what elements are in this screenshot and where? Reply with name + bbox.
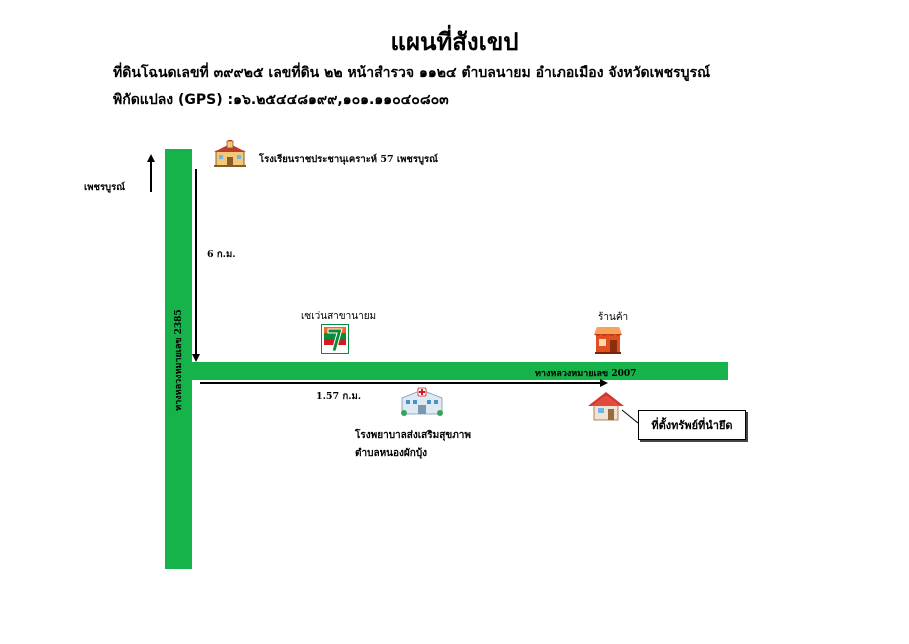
north-direction-label: เพชรบูรณ์ [84,182,126,193]
map-title: แผนที่สังเขป [390,28,519,56]
gps-coordinates: พิกัดแปลง (GPS) :๑๖.๒๕๔๔๘๑๙๙,๑๐๑.๑๑๐๔๐๘๐… [113,92,449,108]
hospital-label-line2: ตำบลหนองผักบุ้ง [355,448,428,459]
hospital-icon [401,387,443,416]
deed-info: ที่ดินโฉนดเลขที่ ๓๙๙๒๕ เลขที่ดิน ๒๒ หน้า… [113,65,711,81]
road-horizontal-label: ทางหลวงหมายเลข 2007 [535,369,637,379]
school-icon [214,140,246,167]
callout-leader [621,409,639,424]
shop-icon [594,327,622,354]
distance-down-label: 6 ก.ม. [207,249,236,260]
house-icon [588,392,624,421]
property-location-callout: ที่ตั้งทรัพย์ที่นำยึด [638,410,746,440]
shop-label: ร้านค้า [598,312,629,323]
seven-eleven-icon [321,324,349,354]
school-label: โรงเรียนราชประชานุเคราะห์ 57 เพชรบูรณ์ [259,154,438,165]
road-vertical [165,149,192,569]
seven-eleven-label: เซเว่นสาขานายม [301,311,377,322]
hospital-label-line1: โรงพยาบาลส่งเสริมสุขภาพ [355,430,471,441]
road-horizontal [192,362,728,380]
distance-right-label: 1.57 ก.ม. [316,391,362,402]
